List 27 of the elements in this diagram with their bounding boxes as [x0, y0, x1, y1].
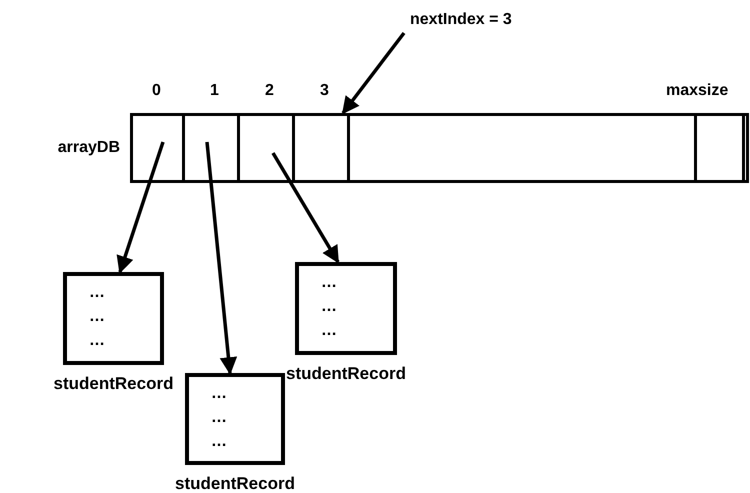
- record-caption: studentRecord: [174, 473, 296, 493]
- index-label: maxsize: [666, 81, 728, 101]
- ellipsis-text: …: [211, 432, 227, 452]
- array-box: [130, 113, 749, 183]
- ellipsis-text: …: [211, 408, 227, 428]
- record-box: [63, 272, 164, 365]
- record-box: [295, 262, 397, 355]
- ellipsis-text: …: [211, 384, 227, 404]
- index-label: 3: [320, 81, 329, 101]
- ellipsis-text: …: [89, 283, 105, 303]
- array-name: arrayDB: [56, 138, 120, 158]
- index-label: 1: [210, 81, 219, 101]
- ellipsis-text: …: [89, 331, 105, 351]
- arrow: [116, 141, 165, 274]
- record-box: [185, 373, 285, 465]
- arrow: [342, 32, 406, 114]
- record-caption: studentRecord: [285, 363, 407, 385]
- index-label: 0: [152, 81, 161, 101]
- ellipsis-text: …: [321, 321, 337, 341]
- arrow: [272, 152, 340, 264]
- pointer-label: nextIndex = 3: [410, 8, 512, 32]
- index-label: 2: [265, 81, 274, 101]
- arrow: [205, 142, 238, 375]
- ellipsis-text: …: [321, 273, 337, 293]
- record-caption: studentRecord: [52, 373, 174, 395]
- ellipsis-text: …: [321, 297, 337, 317]
- ellipsis-text: …: [89, 307, 105, 327]
